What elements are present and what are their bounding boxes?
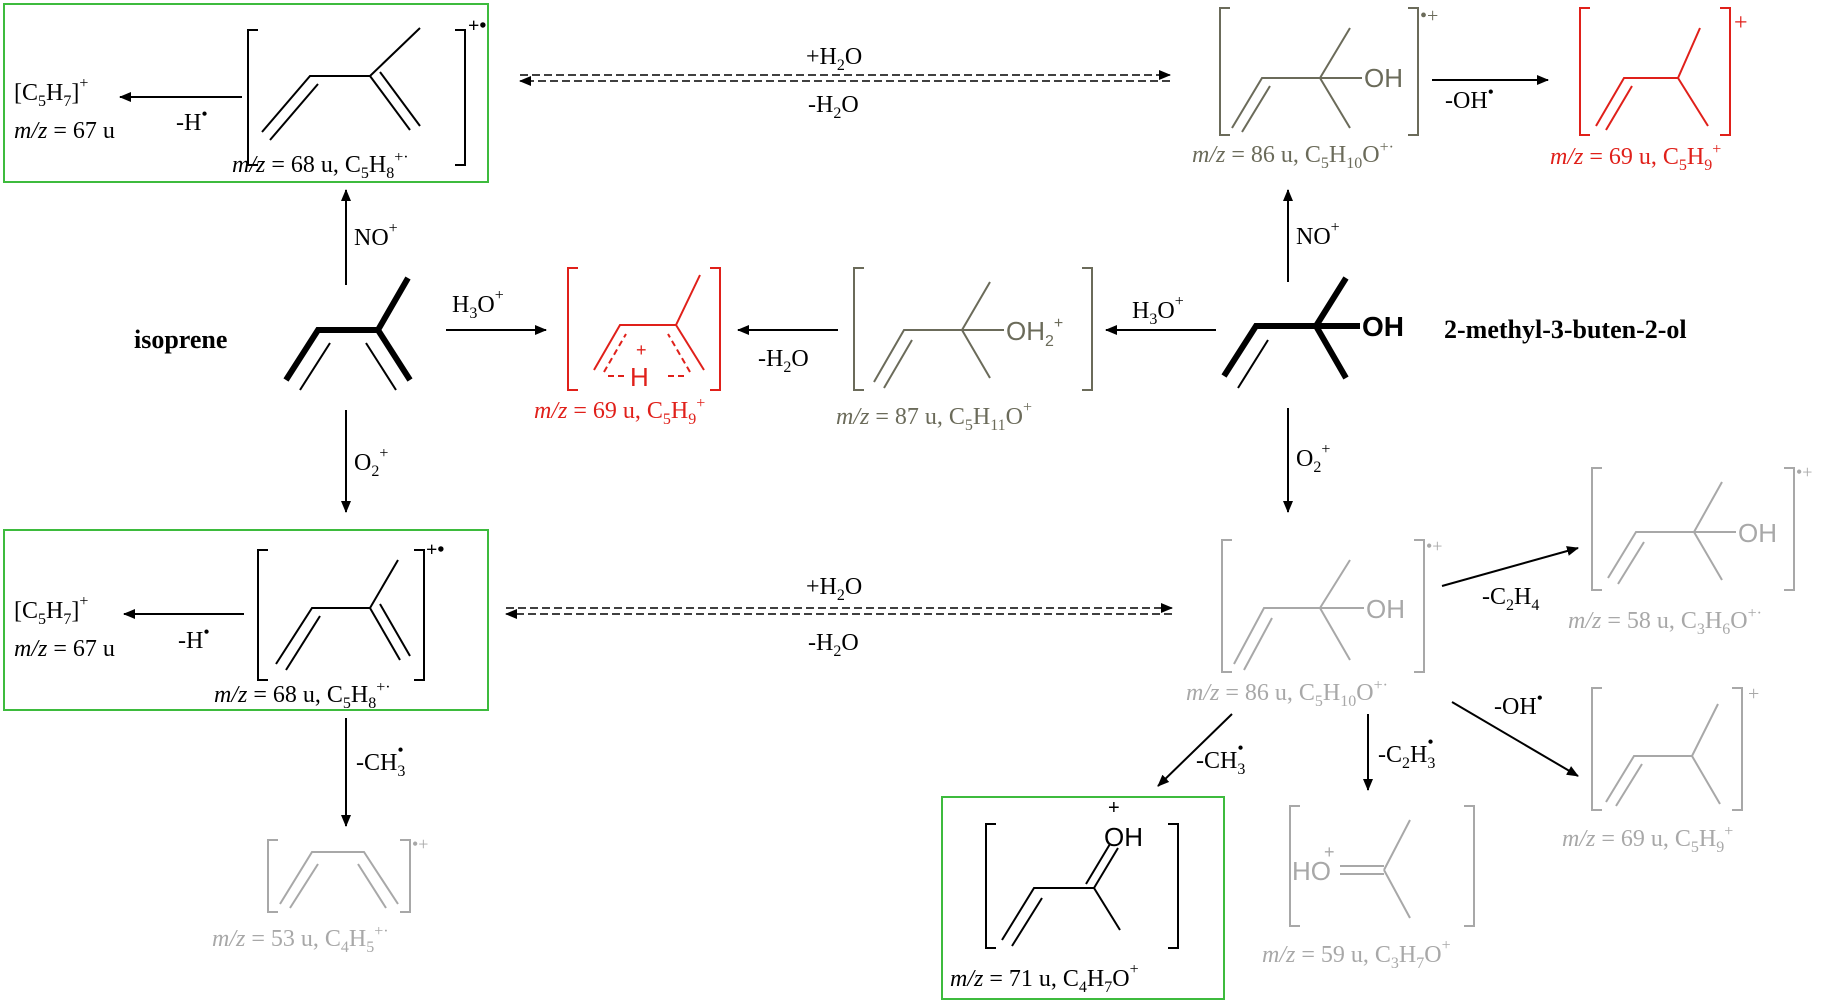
- label-c4h5: m/z = 53 u, C4H5+·: [212, 923, 389, 956]
- ion-c3h6o: [1591, 467, 1795, 591]
- label-c4h7o: m/z = 71 u, C4H7O+: [950, 961, 1139, 996]
- ion-c5h9-bottom-right: [1591, 687, 1743, 811]
- mbo-oh: OH: [1362, 311, 1404, 342]
- label-nop-left: NO+: [354, 220, 398, 251]
- label-c5h8-bottom: m/z = 68 u, C5H8+·: [214, 679, 391, 712]
- svg-text:[C5H7]+: [C5H7]+: [14, 75, 88, 110]
- oh-c3h6o: OH: [1738, 518, 1777, 548]
- label-plus-water-top: +H2O: [806, 44, 862, 74]
- arrow-oh-loss-bottom: [1451, 701, 1579, 777]
- equilibrium-bottom: [505, 603, 1173, 619]
- ion-c4h7o: [985, 823, 1179, 949]
- charge-c5h8-bottom: +•: [426, 539, 444, 561]
- highlight-box-top-left: [3, 3, 489, 183]
- label-c5h8-top: m/z = 68 u, C5H8+·: [232, 149, 409, 182]
- charge-c3h7o: +: [1324, 842, 1335, 862]
- label-oh-loss-bottom: -OH•: [1494, 688, 1543, 720]
- isoprene-structure: [283, 276, 413, 382]
- ion-c5h8-top: [247, 27, 466, 166]
- label-c5h10o-bottom: m/z = 86 u, C5H10O+·: [1186, 677, 1388, 710]
- charge-c4h7o: +: [1108, 797, 1120, 819]
- label-c3h6o: m/z = 58 u, C3H6O+·: [1568, 605, 1762, 638]
- oh-c4h7o: OH: [1104, 822, 1143, 852]
- label-c5h9-bottom-right: m/z = 69 u, C5H9+: [1562, 823, 1733, 856]
- label-oh-loss-top: -OH•: [1445, 82, 1494, 114]
- label-c2h3-loss: -C2H3•: [1378, 732, 1435, 772]
- charge-c4h5: •+: [412, 834, 428, 854]
- label-c5h9-mid: m/z = 69 u, C5H9+: [534, 395, 705, 428]
- svg-text:[C5H7]+: [C5H7]+: [14, 593, 88, 628]
- label-plus-water-bottom: +H2O: [806, 574, 862, 604]
- ion-c5h7-bottom: [C5H7]+ m/z = 67 u: [14, 593, 115, 662]
- label-minus-water-top: -H2O: [808, 92, 859, 122]
- charge-c5h9-bottom-right: +: [1748, 683, 1759, 705]
- label-h3op-left: H3O+: [452, 287, 504, 322]
- oh-c5h10o-top: OH: [1364, 63, 1403, 93]
- label-c5h9-top-right: m/z = 69 u, C5H9+: [1550, 141, 1721, 174]
- charge-c5h9-mid: +: [636, 340, 647, 360]
- label-h3op-right: H3O+: [1132, 293, 1184, 328]
- arrow-ch3-loss-right: [1157, 713, 1233, 787]
- h-c5h9-mid: H: [630, 362, 649, 392]
- label-h-loss-top: -H•: [176, 104, 208, 136]
- ion-c5h9-mid: [567, 267, 721, 391]
- ion-c5h9-top-right: [1579, 7, 1731, 136]
- label-minus-water-bottom: -H2O: [808, 630, 859, 660]
- mbo-structure: [1221, 276, 1360, 380]
- equilibrium-top: [519, 70, 1171, 86]
- charge-c5h8-top: +•: [468, 15, 486, 37]
- ion-c5h7-top: [C5H7]+ m/z = 67 u: [14, 75, 115, 144]
- label-ch3-loss-right: -CH3•: [1196, 738, 1245, 778]
- oh-c5h10o-bottom: OH: [1366, 594, 1405, 624]
- label-c5h10o-top: m/z = 86 u, C5H10O+·: [1192, 139, 1394, 172]
- highlight-box-bottom-left: [3, 529, 489, 711]
- label-c2h4-loss: -C2H4: [1482, 584, 1539, 614]
- charge-c3h6o: •+: [1796, 462, 1812, 482]
- label-h-loss-bottom: -H•: [178, 622, 210, 654]
- highlight-box-c4h7o: [941, 796, 1225, 1000]
- ion-c5h11o-mid: [853, 267, 1093, 391]
- ho-c3h7o: HO: [1292, 856, 1331, 886]
- ion-c5h10o-bottom: [1221, 539, 1425, 673]
- ion-c5h8-bottom: [257, 549, 425, 681]
- label-c3h7o: m/z = 59 u, C3H7O+: [1262, 937, 1451, 972]
- label-nop-right: NO+: [1296, 219, 1340, 250]
- ion-c4h5: [267, 839, 411, 913]
- label-o2p-left: O2+: [354, 445, 388, 480]
- svg-text:m/z = 67 u: m/z = 67 u: [14, 636, 115, 662]
- ion-c3h7o: [1289, 805, 1475, 927]
- isoprene-label: isoprene: [134, 325, 227, 354]
- charge-c5h10o-bottom: •+: [1426, 536, 1442, 556]
- mbo-label: 2-methyl-3-buten-2-ol: [1444, 315, 1687, 344]
- label-c5h11o-mid: m/z = 87 u, C5H11O+: [836, 399, 1032, 434]
- oh-c5h11o-mid: OH2+: [1006, 315, 1063, 350]
- charge-c5h10o-top: •+: [1420, 5, 1438, 27]
- charge-c5h9-top-right: +: [1734, 10, 1748, 36]
- label-water-loss-mid: -H2O: [758, 346, 809, 376]
- arrow-c2h4-loss: [1441, 546, 1579, 587]
- ion-c5h10o-top: [1219, 7, 1419, 136]
- label-ch3-loss-left: -CH3•: [356, 740, 405, 780]
- label-o2p-right: O2+: [1296, 441, 1330, 476]
- svg-text:m/z = 67 u: m/z = 67 u: [14, 118, 115, 144]
